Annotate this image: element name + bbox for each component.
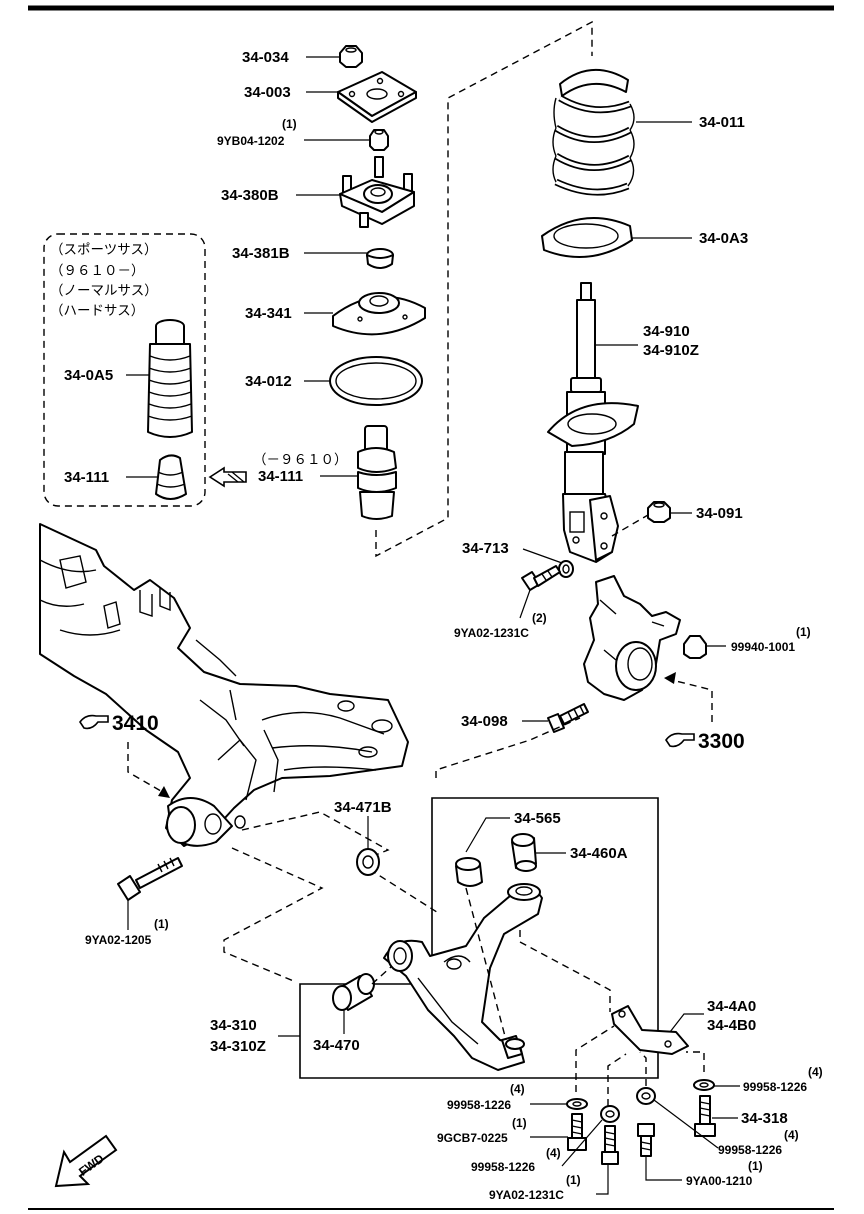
label-34-318: 34-318 xyxy=(741,1110,788,1127)
label-9ya02-1205: 9YA02-1205 xyxy=(85,933,152,947)
label-34-0a3: 34-0A3 xyxy=(699,230,748,247)
label-99958-1226-right-2: 99958-1226 xyxy=(718,1143,782,1157)
label-99958-1226-left: 99958-1226 xyxy=(447,1098,511,1112)
label-34-910z: 34-910Z xyxy=(643,342,699,359)
qty-9gcb7-0225: (1) xyxy=(512,1116,527,1130)
label-34-111-left: 34-111 xyxy=(64,469,109,486)
front-crossmember xyxy=(39,523,409,847)
qty-9ya02-1205: (1) xyxy=(154,917,169,931)
label-34-310: 34-310 xyxy=(210,1017,257,1034)
bolt-9ya00-1210[interactable] xyxy=(637,1123,655,1157)
bump-stop-34-111-left[interactable] xyxy=(155,454,187,500)
label-34-003: 34-003 xyxy=(244,84,291,101)
label-34-565: 34-565 xyxy=(514,810,561,827)
note-hard-suspension: （ハードサス） xyxy=(50,303,144,319)
qty-99958-1226-left: (4) xyxy=(510,1082,525,1096)
label-9ya00-1210: 9YA00-1210 xyxy=(686,1174,753,1188)
steering-knuckle[interactable] xyxy=(583,575,681,701)
label-9yb04-1202: 9YB04-1202 xyxy=(217,134,285,148)
qty-99958-1226-right-2: (4) xyxy=(784,1128,799,1142)
hollow-arrow-icon xyxy=(208,466,247,488)
label-34-111-date: （－９６１０） xyxy=(253,452,348,468)
label-34-012: 34-012 xyxy=(245,373,292,390)
qty-99958-1226-left-2: (4) xyxy=(546,1146,561,1160)
strut-34-910[interactable] xyxy=(547,282,639,563)
nut-9yb04-1202[interactable] xyxy=(369,129,389,151)
bolt-9ya02-1231c-strut[interactable] xyxy=(521,565,561,591)
bolt-9ya02-1231c-bracket[interactable] xyxy=(601,1125,619,1165)
bushing-34-381b[interactable] xyxy=(366,248,394,269)
label-99940-1001: 99940-1001 xyxy=(731,640,795,654)
dust-boot-34-0a5[interactable] xyxy=(147,319,193,438)
bolt-9gcb7-0225[interactable] xyxy=(567,1113,587,1151)
note-date-9610: （９６１０－） xyxy=(50,263,145,279)
washer-34-713[interactable] xyxy=(558,560,574,578)
washer-99958-1226-left-2[interactable] xyxy=(600,1105,620,1123)
qty-99940-1001: (1) xyxy=(796,625,811,639)
bushing-34-565[interactable] xyxy=(455,857,483,887)
qty-9yb04-1202: (1) xyxy=(282,117,297,131)
upper-seat-34-341[interactable] xyxy=(332,292,426,336)
label-34-380b: 34-380B xyxy=(221,187,279,204)
qty-9ya02-1231c: (2) xyxy=(532,611,547,625)
hand-pointer-icon-3300 xyxy=(665,732,695,748)
fwd-arrow-icon: FWD xyxy=(54,1134,118,1188)
label-34-0a5: 34-0A5 xyxy=(64,367,113,384)
rubber-seat-34-012[interactable] xyxy=(329,356,423,406)
label-34-471b: 34-471B xyxy=(334,799,392,816)
lower-control-arm-34-310[interactable] xyxy=(383,883,543,1071)
washer-99958-1226-right[interactable] xyxy=(693,1079,715,1091)
label-34-460a: 34-460A xyxy=(570,845,628,862)
plate-34-003[interactable] xyxy=(337,71,417,123)
label-34-910: 34-910 xyxy=(643,323,690,340)
nut-34-091[interactable] xyxy=(647,501,671,523)
washer-99958-1226-left[interactable] xyxy=(566,1098,588,1110)
note-normal-suspension: （ノーマルサス） xyxy=(50,283,158,299)
ref-3410[interactable]: 3410 xyxy=(112,712,159,735)
label-34-4b0: 34-4B0 xyxy=(707,1017,756,1034)
qty-99958-1226-right: (4) xyxy=(808,1065,823,1079)
label-34-091: 34-091 xyxy=(696,505,743,522)
label-34-098: 34-098 xyxy=(461,713,508,730)
nut-34-034[interactable] xyxy=(339,45,363,68)
bolt-9ya02-1205[interactable] xyxy=(117,857,183,901)
label-34-381b: 34-381B xyxy=(232,245,290,262)
qty-9ya02-1231c-bracket: (1) xyxy=(566,1173,581,1187)
label-34-034: 34-034 xyxy=(242,49,289,66)
label-99958-1226-left-2: 99958-1226 xyxy=(471,1160,535,1174)
label-34-713: 34-713 xyxy=(462,540,509,557)
bushing-34-470[interactable] xyxy=(332,973,375,1011)
bushing-34-460a[interactable] xyxy=(511,833,537,872)
label-34-341: 34-341 xyxy=(245,305,292,322)
label-34-011: 34-011 xyxy=(699,114,745,131)
lower-spring-seat-34-0a3[interactable] xyxy=(541,217,633,259)
label-34-470: 34-470 xyxy=(313,1037,360,1054)
nut-99940-1001[interactable] xyxy=(683,635,707,659)
hand-pointer-icon-3410 xyxy=(79,714,109,730)
qty-9ya00-1210: (1) xyxy=(748,1159,763,1173)
bolt-34-318[interactable] xyxy=(694,1095,716,1137)
label-34-310z: 34-310Z xyxy=(210,1038,266,1055)
bracket-34-4a0[interactable] xyxy=(611,1005,689,1055)
label-9ya02-1231c-bracket: 9YA02-1231C xyxy=(489,1188,564,1202)
label-9gcb7-0225: 9GCB7-0225 xyxy=(437,1131,508,1145)
washer-34-471b[interactable] xyxy=(356,848,380,876)
label-34-4a0: 34-4A0 xyxy=(707,998,756,1015)
washer-99958-1226-right-2[interactable] xyxy=(636,1087,656,1105)
bump-stop-34-111-center[interactable] xyxy=(357,425,397,520)
bolt-34-098[interactable] xyxy=(547,703,589,733)
strut-mount-34-380b[interactable] xyxy=(339,156,415,228)
label-99958-1226-right: 99958-1226 xyxy=(743,1080,807,1094)
coil-spring-34-011[interactable] xyxy=(552,68,635,196)
ref-3300[interactable]: 3300 xyxy=(698,730,745,753)
note-sports-suspension: （スポーツサス） xyxy=(50,242,157,258)
option-box xyxy=(43,233,206,507)
label-9ya02-1231c: 9YA02-1231C xyxy=(454,626,529,640)
label-34-111-center: 34-111 xyxy=(258,468,303,485)
